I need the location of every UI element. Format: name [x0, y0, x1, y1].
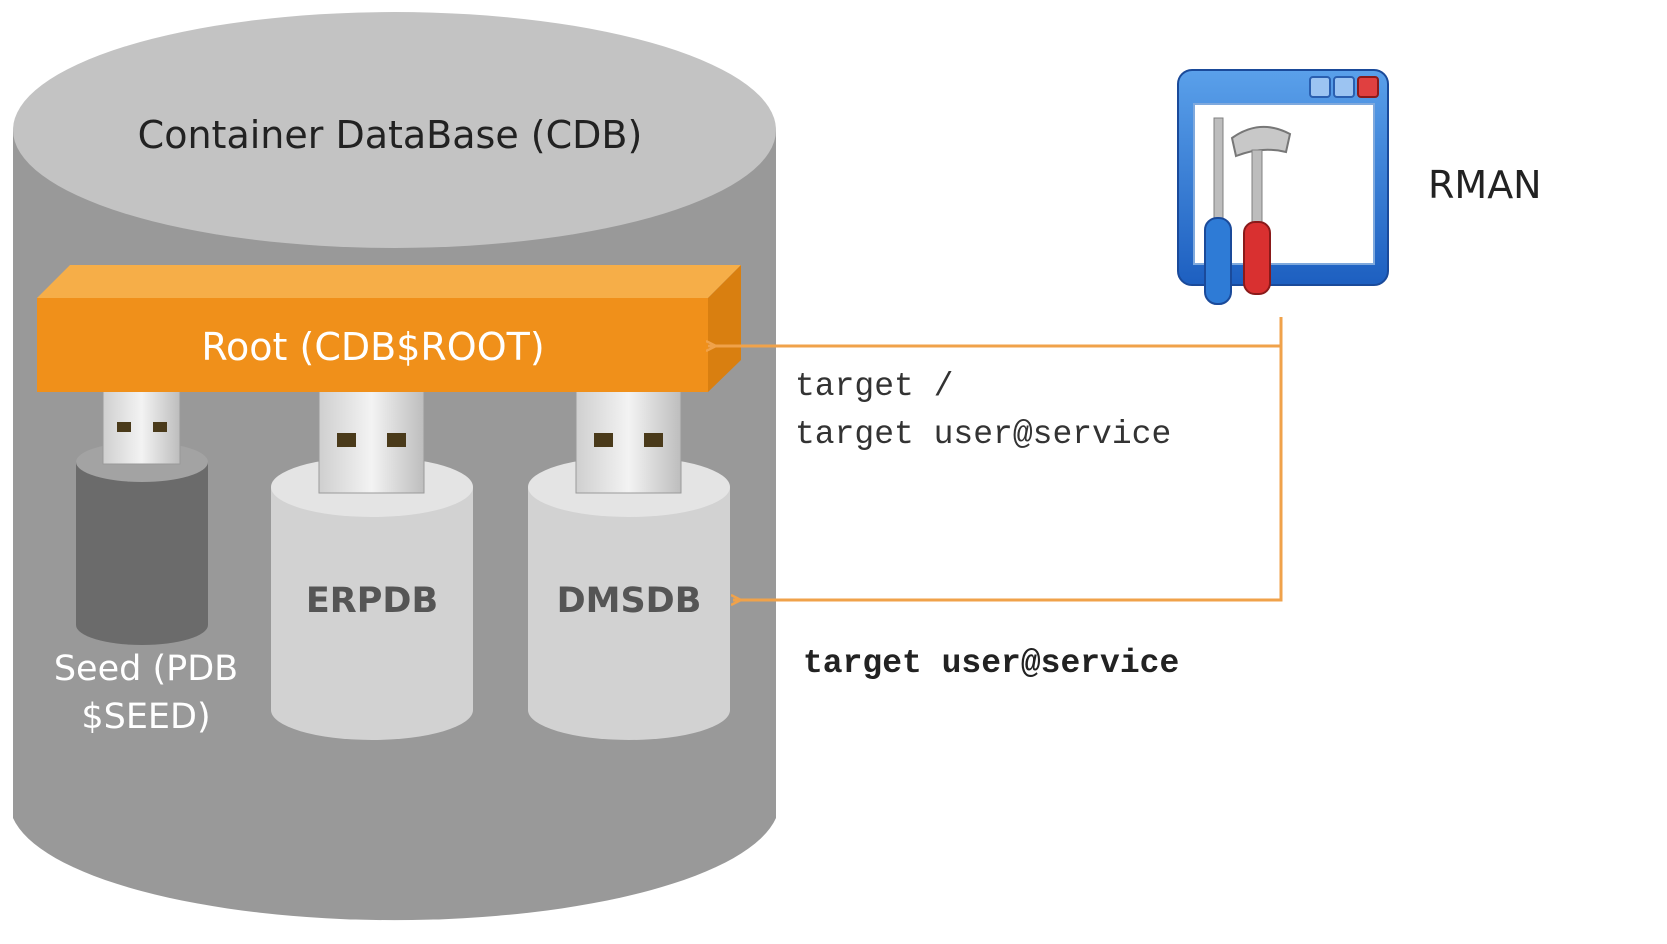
arrow-to-dmsdb	[733, 317, 1283, 600]
root-container-bar: Root (CDB$ROOT)	[37, 265, 741, 392]
rman-tools-window-icon	[1177, 69, 1389, 305]
pdb-cylinder-dmsdb: DMSDB	[528, 457, 730, 740]
seed-pdb-cylinder	[76, 442, 208, 645]
seed-label-line1: Seed (PDB	[54, 649, 238, 689]
root-command-line1: target /	[795, 368, 953, 405]
usb-plug-icon	[575, 389, 682, 494]
cdb-cylinder-top	[13, 12, 776, 248]
root-command-line2: target user@service	[795, 416, 1171, 453]
usb-plug-icon	[318, 389, 425, 494]
cdb-title: Container DataBase (CDB)	[138, 113, 643, 157]
pdb-label-dmsdb: DMSDB	[557, 581, 702, 621]
pdb-command: target user@service	[803, 645, 1179, 682]
pdb-label-erpdb: ERPDB	[306, 581, 438, 621]
usb-plug-icon	[102, 389, 181, 465]
rman-label: RMAN	[1428, 163, 1542, 207]
root-label: Root (CDB$ROOT)	[201, 325, 544, 369]
seed-label-line2: $SEED)	[81, 697, 210, 737]
pdb-cylinder-erpdb: ERPDB	[271, 457, 473, 740]
connection-arrows	[708, 317, 1283, 600]
